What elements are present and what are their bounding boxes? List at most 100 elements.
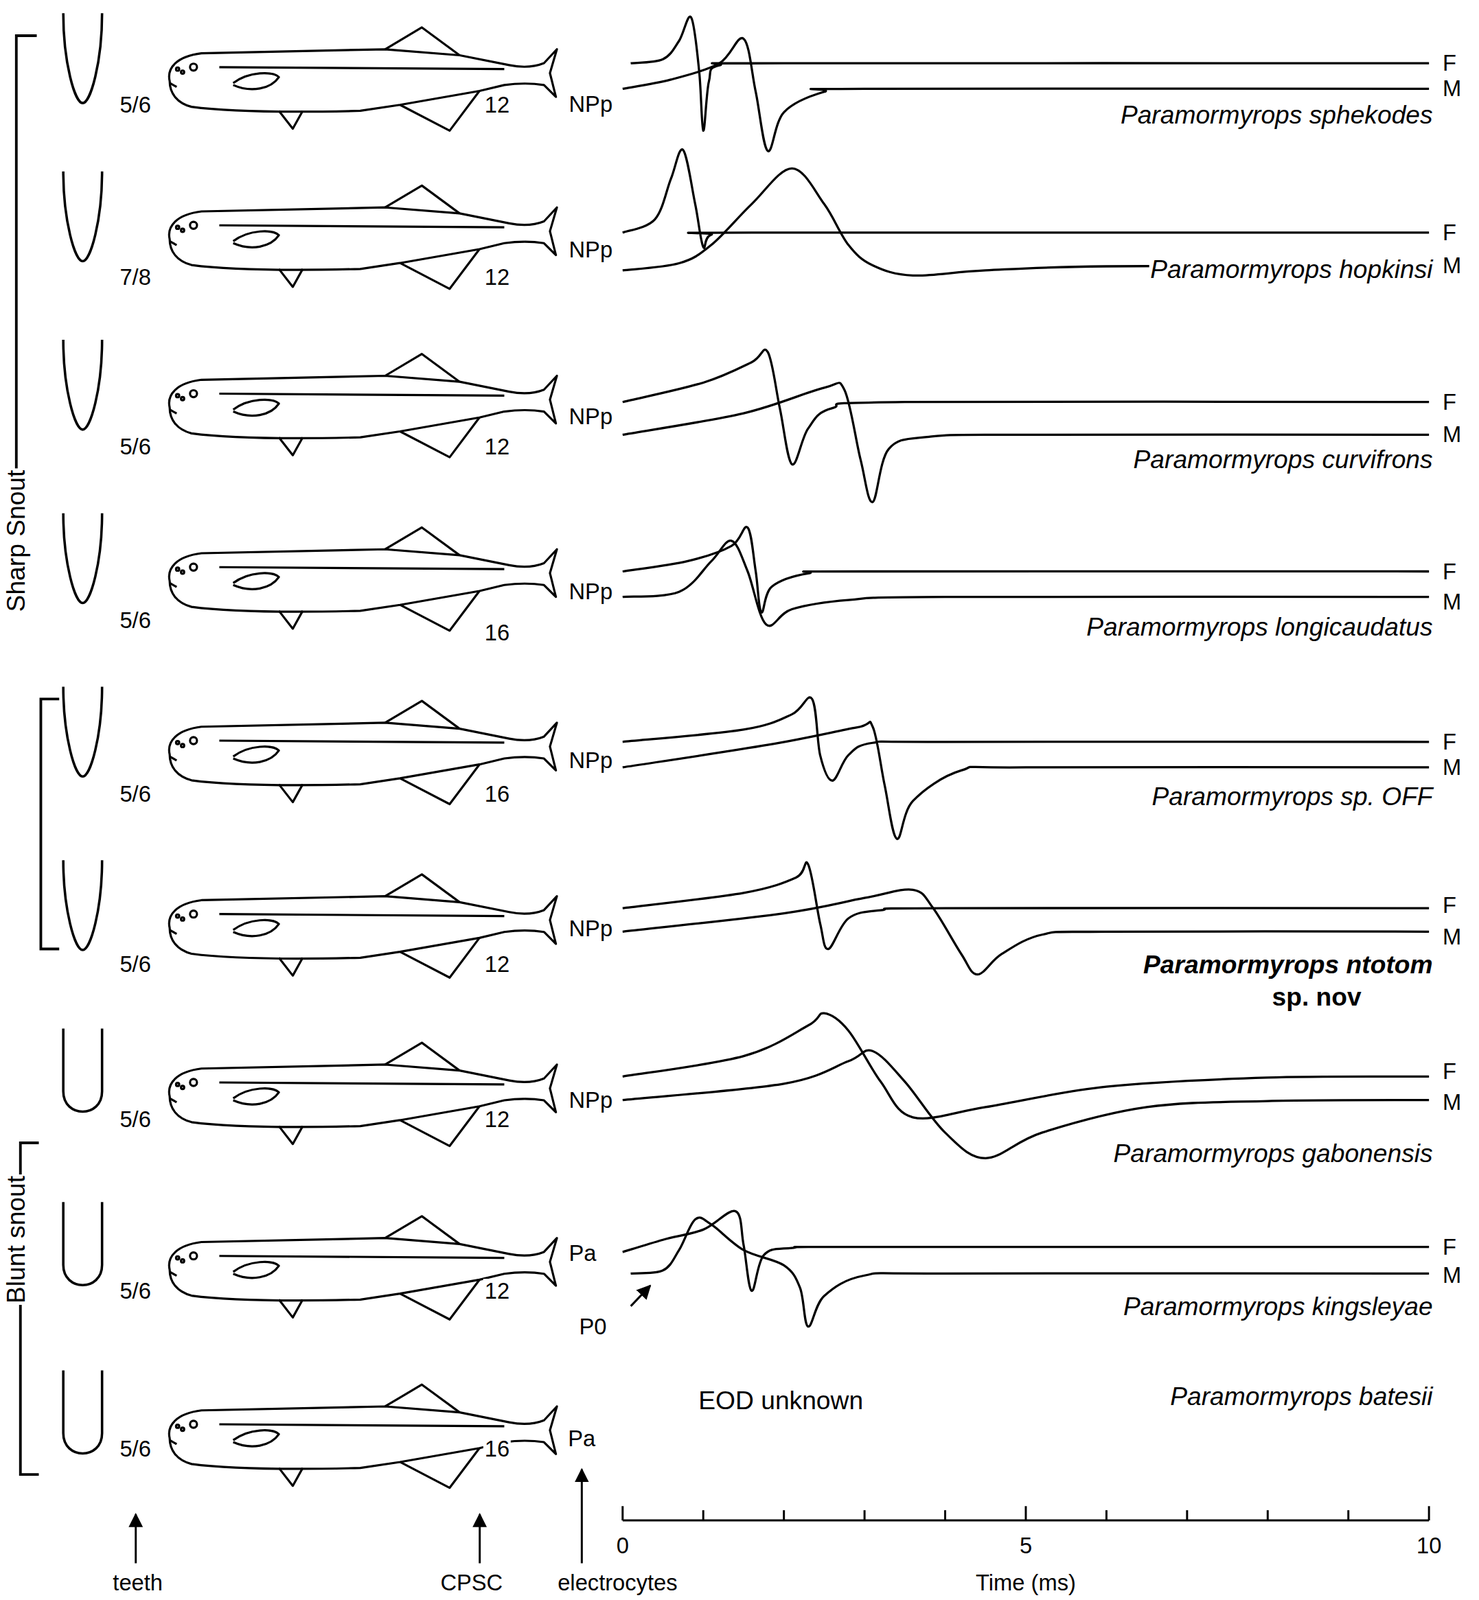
sex-label: M [1441, 589, 1463, 615]
snout-outline [63, 686, 102, 777]
species-name: Paramormyrops curvifrons [1132, 444, 1435, 474]
species-note: sp. nov [1270, 983, 1363, 1012]
tooth-count: 7/8 [118, 265, 152, 290]
sex-label: M [1441, 253, 1463, 279]
electrocyte-type: NPp [567, 1088, 615, 1114]
tooth-count: 5/6 [118, 1279, 152, 1304]
axis-tick [863, 1510, 866, 1521]
sex-label: M [1441, 924, 1463, 950]
electrocyte-type: Pa [567, 1241, 599, 1267]
cpsc-count: 12 [483, 1279, 511, 1304]
cpsc-count: 12 [483, 1107, 511, 1133]
sex-label: F [1441, 220, 1458, 246]
tooth-count: 5/6 [118, 782, 152, 807]
eod-trace [622, 862, 1429, 949]
snout-outline [63, 513, 102, 604]
axis-tick [1105, 1510, 1108, 1521]
axis-tick [1185, 1510, 1188, 1521]
snout-outline [63, 171, 102, 262]
species-name: Paramormyrops ntotom [1141, 950, 1435, 979]
electrocyte-type: NPp [567, 916, 615, 942]
axis-number: 5 [1018, 1533, 1034, 1559]
sex-label: F [1441, 729, 1458, 755]
sex-label: M [1441, 1090, 1463, 1116]
sex-label: F [1441, 50, 1458, 76]
sex-label: F [1441, 893, 1458, 919]
eod-waveforms [622, 16, 1429, 1328]
axis-number: 10 [1415, 1533, 1443, 1559]
cpsc-count: 16 [483, 620, 511, 646]
cpsc-count: 12 [483, 92, 511, 118]
electrocyte-type: NPp [567, 92, 615, 117]
pointer-label: CPSC [438, 1571, 504, 1596]
axis-tick [1024, 1506, 1027, 1521]
fish-outline [168, 874, 557, 978]
cpsc-count: 12 [483, 434, 511, 460]
species-name: Paramormyrops kingsleyae [1121, 1292, 1435, 1321]
snout-outline [63, 13, 102, 103]
axis-tick [1347, 1510, 1350, 1521]
snout-outlines [63, 13, 102, 1454]
electrocyte-type: Pa [566, 1426, 597, 1452]
tooth-count: 5/6 [118, 608, 152, 634]
species-name: Paramormyrops longicaudatus [1084, 612, 1434, 641]
sex-label: M [1441, 76, 1463, 101]
axis-title: Time (ms) [974, 1571, 1078, 1596]
snout-outline [63, 860, 102, 951]
eod-note: EOD unknown [696, 1386, 865, 1415]
sex-label: M [1441, 422, 1463, 447]
sex-label: M [1441, 1263, 1463, 1289]
cpsc-count: 16 [483, 782, 511, 807]
fish-outline [168, 1216, 557, 1320]
species-name: Paramormyrops batesii [1168, 1382, 1434, 1411]
group-label: Sharp Snout [2, 468, 31, 614]
group-label: Blunt snout [2, 1174, 31, 1306]
species-name: Paramormyrops hopkinsi [1148, 255, 1434, 284]
pointer-label: electrocytes [556, 1571, 679, 1596]
axis-tick [702, 1510, 705, 1521]
eod-trace [622, 1013, 1429, 1119]
fish-outline [168, 1384, 557, 1488]
axis-number: 0 [615, 1533, 631, 1559]
electrocyte-type: NPp [567, 237, 615, 263]
electrocyte-type: NPp [567, 579, 615, 605]
axis-tick [1428, 1506, 1431, 1521]
sex-label: M [1441, 755, 1463, 781]
electrocyte-type: NPp [567, 748, 615, 774]
species-name: Paramormyrops gabonensis [1112, 1139, 1435, 1168]
eod-trace [622, 527, 1429, 614]
sex-label: F [1441, 1235, 1458, 1260]
eod-trace [622, 722, 1429, 840]
snout-outline [63, 1371, 102, 1455]
snout-outline [63, 1029, 102, 1113]
sex-label: F [1441, 390, 1458, 415]
axis-tick [621, 1506, 624, 1521]
snout-outline [63, 1202, 102, 1286]
fish-outline [168, 527, 557, 631]
sex-label: F [1441, 1059, 1458, 1085]
tooth-count: 5/6 [118, 1437, 152, 1462]
tooth-count: 5/6 [118, 952, 152, 978]
tooth-count: 5/6 [118, 1107, 152, 1133]
cpsc-count: 12 [483, 265, 511, 290]
tooth-count: 5/6 [118, 92, 152, 118]
eod-trace [622, 149, 1429, 249]
electrocyte-type: NPp [567, 404, 615, 430]
axis-tick [782, 1510, 785, 1521]
species-name: Paramormyrops sphekodes [1119, 100, 1435, 129]
fish-outline [168, 1042, 557, 1146]
tooth-count: 5/6 [118, 434, 152, 460]
species-name: Paramormyrops sp. OFF [1150, 782, 1434, 811]
sex-label: F [1441, 559, 1458, 585]
pointer-arrows [135, 1286, 651, 1564]
cpsc-count: 12 [483, 952, 511, 978]
electrocyte-type: P0 [577, 1314, 608, 1340]
pointer-label: teeth [111, 1571, 165, 1596]
time-axis [622, 1506, 1429, 1521]
snout-outline [63, 339, 102, 430]
fish-drawings [168, 27, 557, 1489]
eod-trace [622, 383, 1429, 503]
eod-trace [622, 38, 1429, 152]
fish-outline [168, 27, 557, 131]
